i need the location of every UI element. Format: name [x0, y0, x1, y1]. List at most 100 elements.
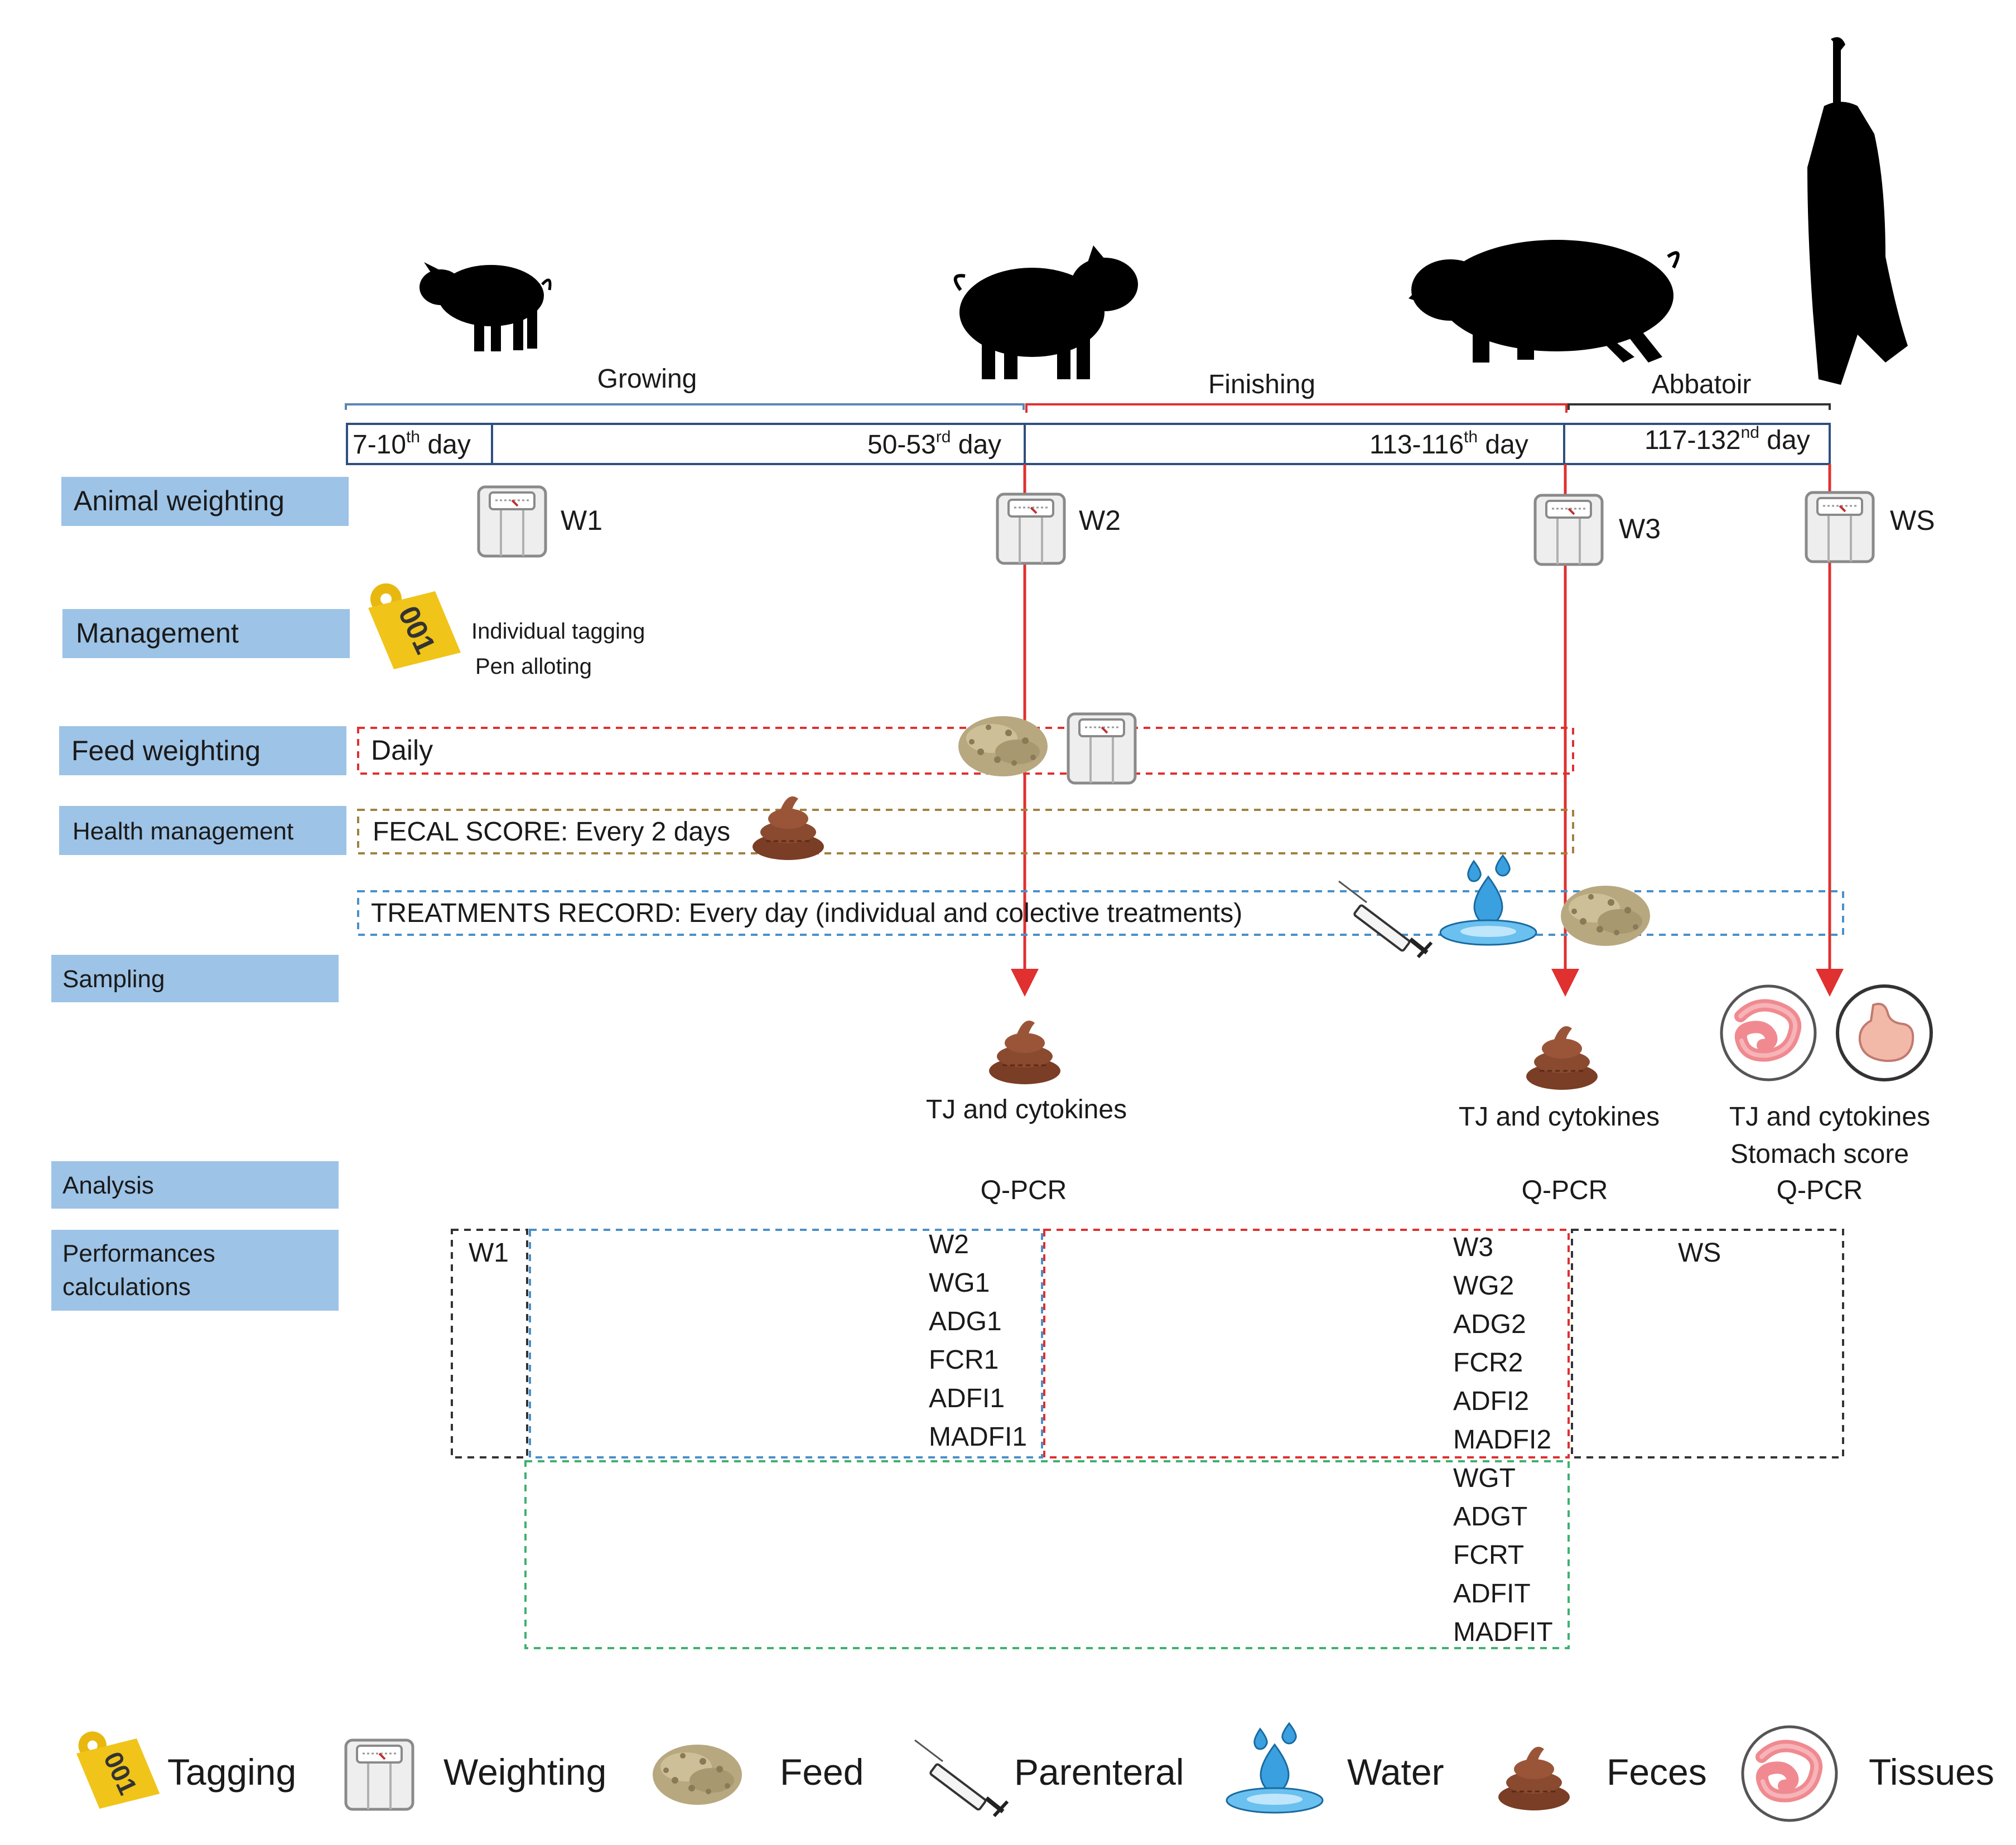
svg-text:ADG1: ADG1: [929, 1307, 1002, 1336]
svg-text:ADFIT: ADFIT: [1453, 1579, 1531, 1609]
row-label-sampling: Sampling: [51, 955, 339, 1002]
legend-label-weighting: Weighting: [443, 1751, 606, 1793]
svg-text:WGT: WGT: [1453, 1464, 1516, 1493]
svg-text:Animal weighting: Animal weighting: [74, 485, 284, 516]
phase-label-finishing: Finishing: [1208, 370, 1315, 399]
phase-growing-bracket: [345, 403, 1025, 410]
weight-label-ws: WS: [1890, 505, 1935, 536]
weight-label-w3: W3: [1619, 513, 1661, 544]
phase-label-abbatoir: Abbatoir: [1652, 370, 1752, 399]
day-label-4: 117-132nd day: [1644, 423, 1810, 455]
legend-tissues-icon: [1743, 1727, 1836, 1820]
perf-label-ws: WS: [1678, 1238, 1721, 1268]
weight-label-w1: W1: [561, 505, 602, 536]
treatments-text: TREATMENTS RECORD: Every day (individual…: [371, 899, 1242, 928]
weighting-icon-w2: [997, 494, 1064, 563]
svg-text:MADFI2: MADFI2: [1453, 1425, 1551, 1455]
svg-text:Management: Management: [76, 617, 239, 649]
day-label-1: 7-10th day: [353, 428, 471, 460]
svg-text:Feed weighting: Feed weighting: [71, 735, 261, 766]
sampling-label-2: TJ and cytokines: [1459, 1102, 1660, 1132]
day-label-3: 113-116th day: [1369, 428, 1528, 460]
perf-group3-list: WGT ADGT FCRT ADFIT MADFIT: [1453, 1464, 1553, 1647]
sampling-label-4: Stomach score: [1730, 1139, 1909, 1169]
parenteral-icon: [1339, 881, 1431, 957]
perf-box-ws: [1571, 1229, 1844, 1458]
weighting-icon-ws: [1806, 492, 1873, 562]
legend-feces-icon: [1497, 1746, 1571, 1812]
perf-label-w1: W1: [469, 1238, 509, 1268]
legend-label-tissues: Tissues: [1869, 1751, 1994, 1793]
svg-text:FCR2: FCR2: [1453, 1348, 1523, 1378]
row-label-health-management: Health management: [59, 806, 346, 855]
row-label-management: Management: [62, 609, 350, 658]
weighting-icon-w3: [1535, 495, 1602, 564]
analysis-label-3: Q-PCR: [1777, 1176, 1863, 1205]
piglet-silhouette: [419, 262, 552, 351]
feces-icon-sampling-2: [1525, 1025, 1599, 1091]
svg-text:calculations: calculations: [62, 1273, 191, 1301]
legend-water-icon: [1226, 1722, 1324, 1814]
svg-text:ADGT: ADGT: [1453, 1502, 1527, 1532]
phase-abbatoir-bracket: [1568, 403, 1831, 410]
phase-finishing-bracket: [1025, 403, 1568, 413]
svg-text:MADFI1: MADFI1: [929, 1422, 1027, 1452]
legend-parenteral-icon: [915, 1740, 1007, 1816]
perf-box-total: [524, 1460, 1570, 1649]
feces-icon-sampling-1: [988, 1020, 1062, 1085]
perf-box-group1: [529, 1229, 1043, 1458]
svg-text:ADG2: ADG2: [1453, 1310, 1526, 1339]
svg-text:Sampling: Sampling: [62, 965, 165, 993]
carcass-silhouette: [1807, 37, 1908, 385]
fecal-score-text: FECAL SCORE: Every 2 days: [373, 817, 730, 847]
legend-label-feces: Feces: [1607, 1751, 1707, 1793]
legend: 001 Tagging Weighting Feed Parenteral Wa…: [76, 1723, 1994, 1820]
svg-text:WG1: WG1: [929, 1268, 990, 1298]
fecal-score-box: [357, 809, 1574, 854]
row-label-analysis: Analysis: [51, 1161, 339, 1209]
perf-group2-list: W3 WG2 ADG2 FCR2 ADFI2 MADFI2: [1453, 1233, 1551, 1455]
row-label-feed-weighting: Feed weighting: [59, 726, 346, 775]
svg-text:ADFI2: ADFI2: [1453, 1387, 1529, 1416]
perf-box-w1: [451, 1229, 528, 1458]
feed-scale-icon: [1068, 714, 1135, 783]
svg-text:ADFI1: ADFI1: [929, 1384, 1005, 1413]
analysis-label-2: Q-PCR: [1522, 1176, 1608, 1205]
svg-text:FCRT: FCRT: [1453, 1540, 1524, 1570]
legend-label-water: Water: [1347, 1751, 1444, 1793]
svg-text:FCR1: FCR1: [929, 1345, 999, 1375]
analysis-label-1: Q-PCR: [981, 1176, 1067, 1205]
legend-tagging-icon: 001: [76, 1731, 160, 1809]
tag-icon: 001: [368, 583, 461, 669]
perf-box-group2: [1043, 1229, 1570, 1458]
svg-text:WG2: WG2: [1453, 1271, 1514, 1301]
water-icon: [1439, 854, 1537, 946]
management-text-tagging: Individual tagging: [471, 619, 645, 644]
growing-pig-silhouette: [953, 245, 1138, 379]
weight-label-w2: W2: [1079, 505, 1121, 536]
sampling-label-1: TJ and cytokines: [926, 1095, 1127, 1124]
svg-text:W3: W3: [1453, 1233, 1493, 1262]
day-timeline: [346, 423, 1831, 465]
svg-text:Analysis: Analysis: [62, 1172, 154, 1199]
legend-feed-icon: [653, 1745, 742, 1805]
row-label-animal-weighting: Animal weighting: [61, 477, 349, 526]
feed-daily-text: Daily: [371, 735, 433, 766]
tissues-icon-intestine: [1721, 986, 1815, 1080]
treatments-box: [357, 890, 1844, 936]
sampling-label-3: TJ and cytokines: [1729, 1102, 1930, 1132]
svg-text:Health management: Health management: [73, 818, 293, 845]
svg-text:Performances: Performances: [62, 1240, 215, 1267]
svg-text:W2: W2: [929, 1230, 969, 1259]
legend-label-feed: Feed: [780, 1751, 864, 1793]
perf-group1-list: W2 WG1 ADG1 FCR1 ADFI1 MADFI1: [929, 1230, 1027, 1452]
day-label-2: 50-53rd day: [867, 428, 1001, 460]
phase-label-growing: Growing: [597, 364, 697, 394]
feed-icon-treatments: [1561, 886, 1650, 946]
weighting-icon-w1: [479, 487, 546, 556]
feces-icon-health: [751, 795, 825, 861]
tissues-icon-stomach: [1837, 986, 1931, 1080]
row-label-performances: Performances calculations: [51, 1230, 339, 1311]
svg-text:MADFIT: MADFIT: [1453, 1617, 1553, 1647]
